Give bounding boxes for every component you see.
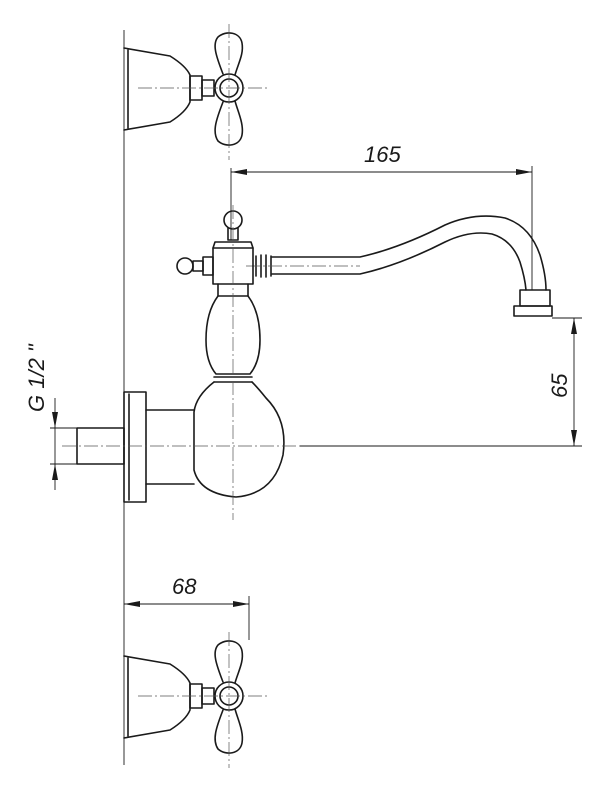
bottom-handle-lower-blade [214, 708, 244, 754]
dimension-68: 68 [124, 574, 250, 640]
body-bulb [205, 295, 261, 375]
spout-aerator [519, 289, 551, 307]
top-handle-upper-blade [214, 32, 244, 76]
dimension-thread-label: G 1/2 " [24, 343, 49, 412]
body-sphere [193, 381, 285, 498]
dimension-thread: G 1/2 " [24, 343, 77, 490]
spout [246, 215, 553, 317]
side-knob [176, 257, 194, 275]
bottom-valve [123, 632, 268, 768]
wall-flange [123, 391, 147, 503]
bottom-handle-upper-blade [214, 640, 244, 684]
top-handle-lower-blade [214, 100, 244, 146]
dimension-68-label: 68 [172, 574, 197, 599]
dimension-165-label: 165 [364, 142, 401, 167]
dimension-65-label: 65 [547, 373, 572, 398]
faucet-body [62, 205, 300, 520]
top-valve [123, 24, 268, 160]
dimension-65: 65 [300, 317, 582, 447]
